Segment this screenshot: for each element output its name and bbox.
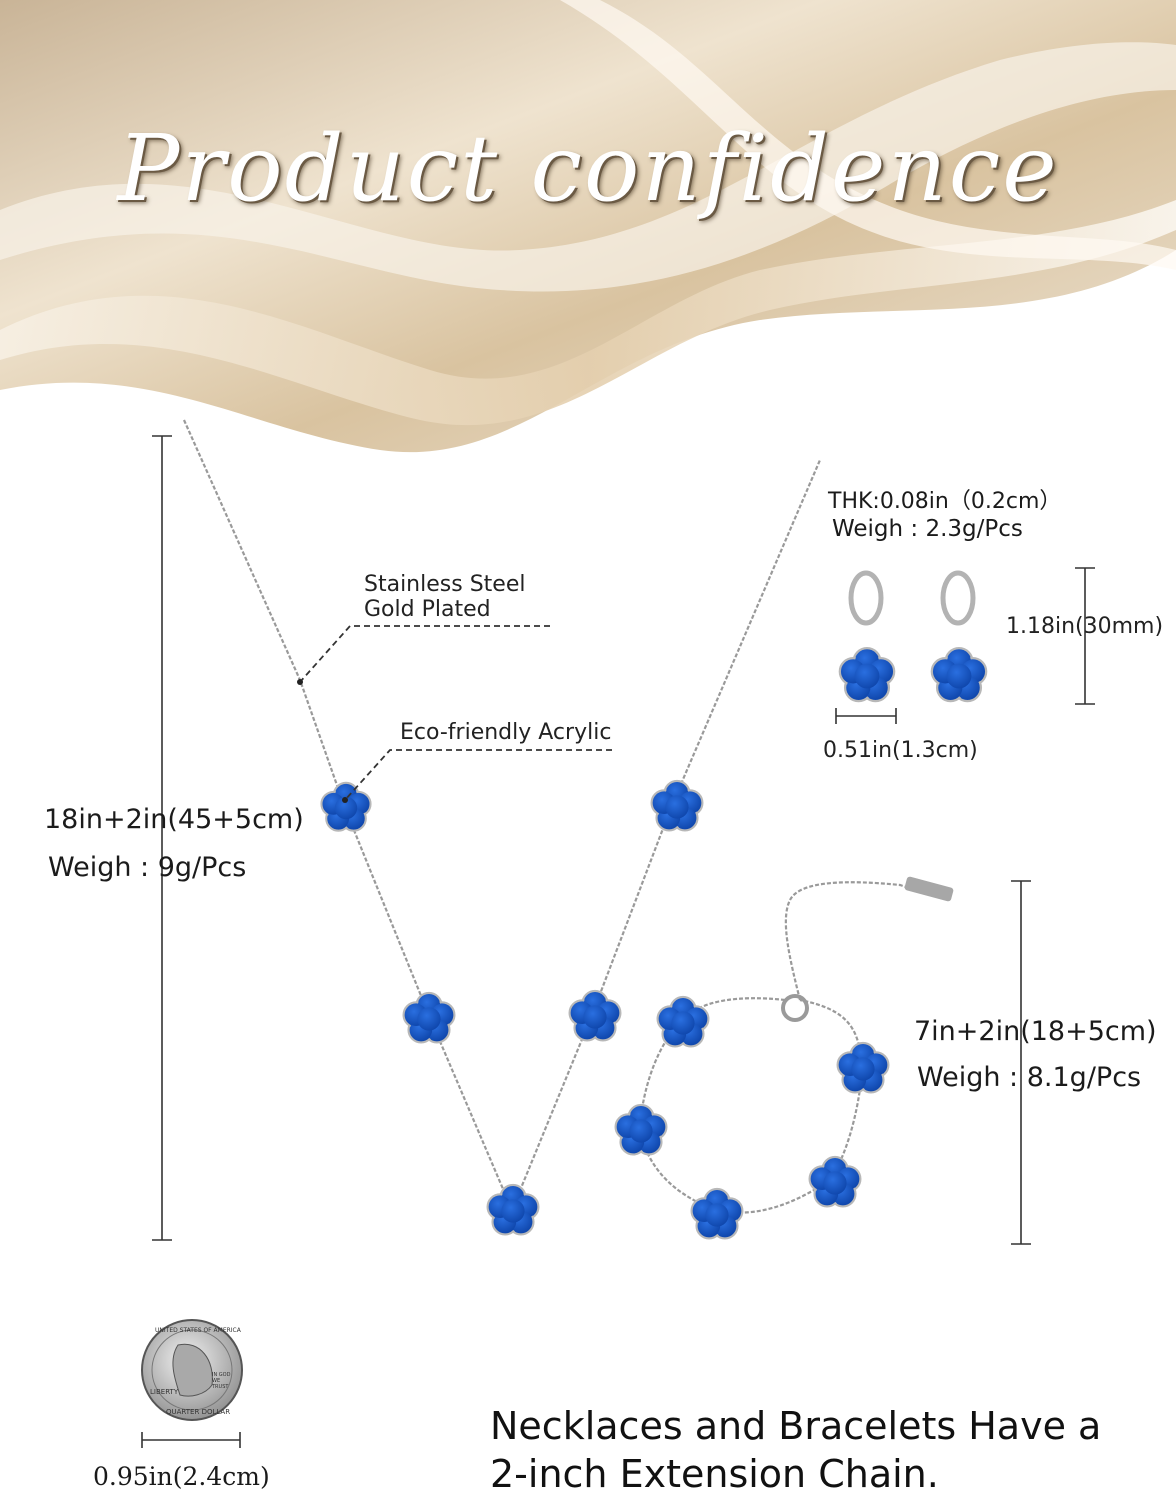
- necklace-flowers: [320, 779, 704, 1236]
- bracelet-length: 7in+2in(18+5cm): [914, 1016, 1157, 1047]
- note-line2: 2-inch Extension Chain.: [490, 1452, 939, 1496]
- callout-lines: [299, 625, 612, 801]
- bracelet-flowers: [614, 995, 890, 1240]
- extension-chain-note: Necklaces and Bracelets Have a 2-inch Ex…: [490, 1402, 1101, 1498]
- earring-height: 1.18in(30mm): [1006, 614, 1164, 639]
- bracelet-weight: Weigh : 8.1g/Pcs: [917, 1062, 1142, 1093]
- banner-background: [0, 0, 1176, 453]
- coin-text-left: LIBERTY: [150, 1388, 179, 1396]
- material-label-line1: Stainless Steel: [364, 572, 526, 597]
- material-label: Stainless Steel Gold Plated: [364, 572, 525, 622]
- earring-right: [930, 570, 988, 703]
- acrylic-label: Eco-friendly Acrylic: [400, 720, 612, 745]
- dimension-lines: [141, 435, 1095, 1448]
- coin-illustration: [141, 1319, 243, 1421]
- page-title: Product confidence: [117, 115, 1059, 222]
- necklace-weight: Weigh : 9g/Pcs: [48, 852, 247, 883]
- bracelet-clasp: [781, 876, 954, 1022]
- coin-size: 0.95in(2.4cm): [93, 1462, 270, 1491]
- coin-text-bottom: QUARTER DOLLAR: [166, 1408, 231, 1416]
- material-label-line2: Gold Plated: [364, 597, 491, 622]
- necklace-chain: [182, 419, 822, 1213]
- coin-text-top: UNITED STATES OF AMERICA: [155, 1327, 241, 1334]
- note-line1: Necklaces and Bracelets Have a: [490, 1404, 1102, 1448]
- earring-left: [838, 570, 896, 703]
- necklace-length: 18in+2in(45+5cm): [44, 804, 304, 835]
- earring-weight: Weigh : 2.3g/Pcs: [832, 516, 1023, 542]
- earring-thickness: THK:0.08in（0.2cm）: [828, 489, 1062, 514]
- earring-width: 0.51in(1.3cm): [823, 738, 978, 763]
- coin-text-right: IN GOD WE TRUST: [212, 1372, 231, 1390]
